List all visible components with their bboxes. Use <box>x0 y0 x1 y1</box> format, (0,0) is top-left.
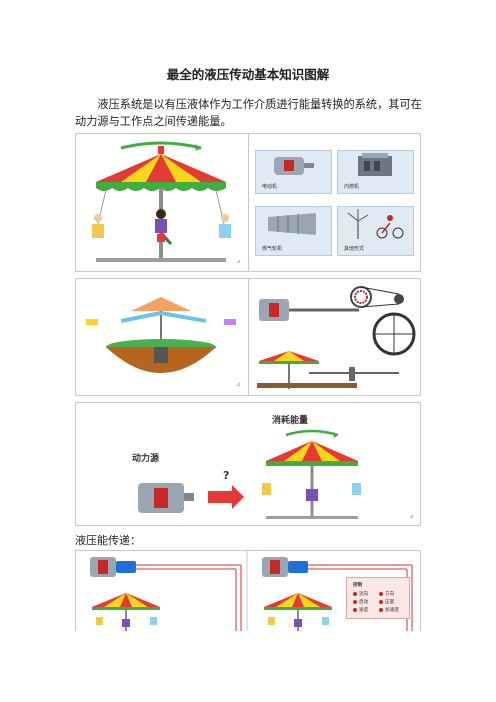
tile-electric-motor: 电动机 <box>255 150 332 194</box>
figure-energy-sources: 电动机 内燃机 燃气轮机 <box>75 133 421 272</box>
control-item: 速度 <box>353 607 368 613</box>
island-carousel-illustration <box>86 297 236 373</box>
control-item: 启动 <box>353 599 368 605</box>
belt-drive-illustration <box>257 286 416 389</box>
figure-power-to-consumer: 消耗能量 动力源 ? ⊿ <box>75 402 421 526</box>
tile-label: 燃气轮机 <box>262 246 283 252</box>
control-item: 方向 <box>379 591 394 597</box>
island-carousel-panel <box>76 279 246 395</box>
tile-label: 内燃机 <box>344 184 360 190</box>
power-transfer-illustration <box>138 429 361 519</box>
turbine-icon <box>268 213 316 235</box>
question-mark: ? <box>223 469 230 482</box>
label-power-source: 动力源 <box>132 454 160 464</box>
page-title: 最全的液压传动基本知识图解 <box>166 67 330 82</box>
carousel-panel <box>76 134 246 271</box>
control-title: 控制 <box>353 583 363 588</box>
label-consume-energy: 消耗能量 <box>272 416 309 426</box>
control-item: 压量 <box>379 599 394 605</box>
tile-gas-turbine: 燃气轮机 <box>255 206 332 256</box>
control-box: 控制 流向 方向 启动 压量 速度 加速度 <box>346 577 410 619</box>
tile-label: 其他形式 <box>344 246 365 252</box>
subheading-hydraulic-transfer: 液压能传递： <box>75 534 141 547</box>
wind-bike-icon <box>347 209 404 239</box>
figure-hydraulic-transfer: 控制 流向 方向 启动 压量 速度 加速度 <box>75 550 421 631</box>
tile-label: 电动机 <box>262 184 278 190</box>
tile-combustion-engine: 内燃机 <box>337 150 414 194</box>
tile-other-forms: 其他形式 <box>337 206 414 256</box>
carousel-illustration <box>92 141 231 262</box>
engine-icon <box>358 153 392 176</box>
control-item: 加速度 <box>379 607 399 613</box>
control-item: 流向 <box>353 591 368 597</box>
hydraulic-illustration <box>90 551 413 631</box>
intro-paragraph: 液压系统是以有压液体作为工作介质进行能量转换的系统，其可在动力源与工作点之间传递… <box>75 98 422 128</box>
belt-drive-panel <box>249 279 420 395</box>
electric-motor-icon <box>274 157 314 175</box>
energy-sources-panel: 电动机 内燃机 燃气轮机 <box>249 134 420 271</box>
figure-mechanical-transmission: ⊿ <box>75 278 421 396</box>
